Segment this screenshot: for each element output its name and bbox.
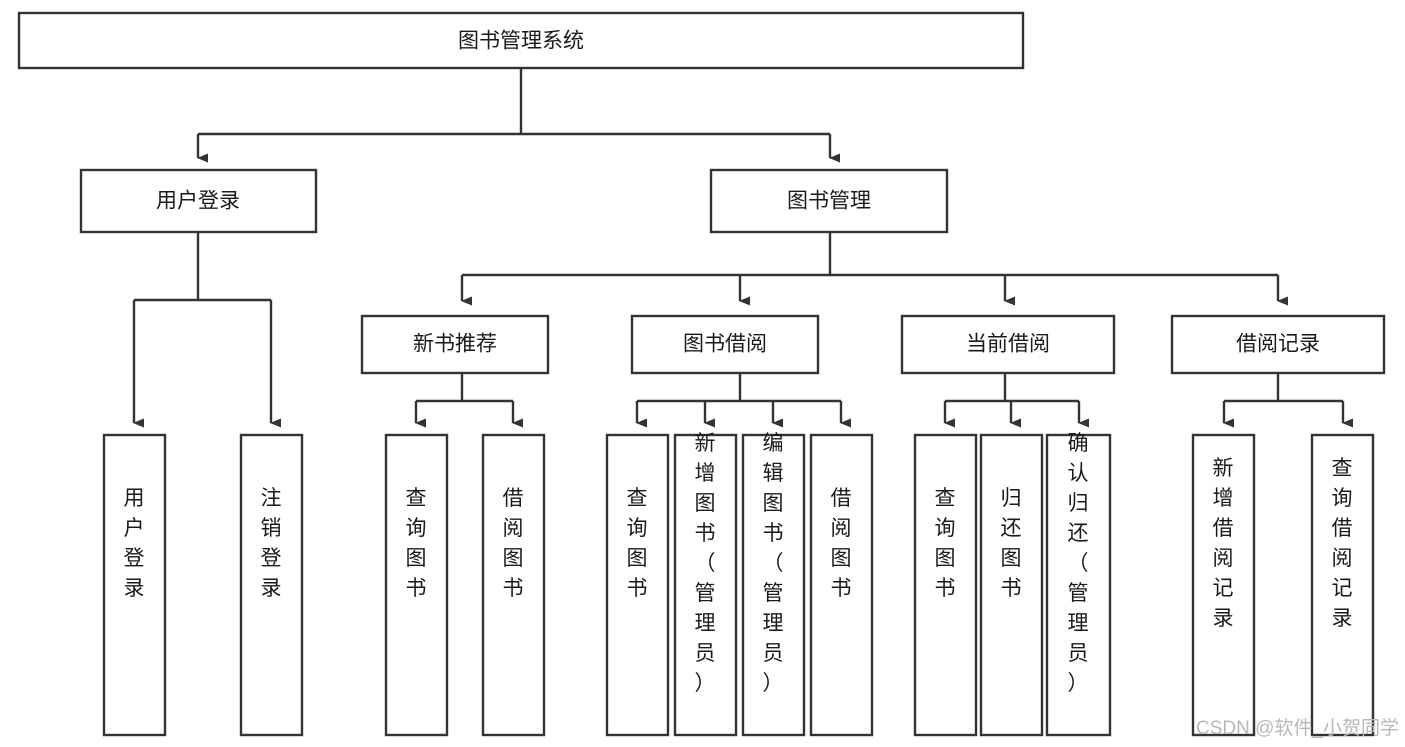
leaf-node-book-borrow-4-label: 借阅图书	[831, 487, 852, 600]
leaf-node-current-borrow-1-label: 查询图书	[935, 487, 956, 600]
leaf-node-borrow-record-1-label: 新增借阅记录	[1213, 457, 1234, 630]
connector-group-root	[196, 68, 840, 163]
node-root-system-label: 图书管理系统	[458, 30, 584, 53]
leaf-node-current-borrow-2[interactable]: 归还图书	[979, 433, 1044, 737]
leaf-node-current-borrow-3-box	[1045, 433, 1112, 737]
leaf-node-borrow-record-2[interactable]: 查询借阅记录	[1310, 433, 1375, 737]
leaf-node-borrow-record-2-box	[1310, 433, 1375, 737]
csdn-watermark: CSDN @软件_小贺同学	[1196, 717, 1399, 739]
leaf-node-user-login-2-box	[239, 433, 304, 737]
leaf-node-new-book-1-label: 查询图书	[406, 487, 427, 600]
leaf-node-user-login-2[interactable]: 注销登录	[239, 433, 304, 737]
node-borrow-record-box	[1170, 314, 1386, 375]
leaf-node-book-borrow-1-box	[605, 433, 670, 737]
node-user-login[interactable]: 用户登录	[79, 168, 318, 234]
leaf-node-new-book-2-label: 借阅图书	[503, 487, 524, 600]
connector-group-current-borrow	[943, 373, 1089, 428]
leaf-node-current-borrow-1-box	[913, 433, 978, 737]
leaf-node-user-login-2-label: 注销登录	[261, 487, 282, 600]
node-current-borrow[interactable]: 当前借阅	[900, 314, 1116, 375]
node-book-management[interactable]: 图书管理	[709, 168, 949, 234]
node-user-login-label: 用户登录	[156, 190, 240, 213]
leaf-node-user-login-1[interactable]: 用户登录	[102, 433, 167, 737]
leaf-node-current-borrow-2-label: 归还图书	[1001, 487, 1022, 600]
node-new-book-recommend-box	[360, 314, 550, 375]
connector-group-new-book	[414, 373, 523, 428]
leaf-node-borrow-record-1[interactable]: 新增借阅记录	[1191, 433, 1256, 737]
leaf-node-new-book-2-box	[481, 433, 546, 737]
leaf-node-current-borrow-3[interactable]: 确认归还（管理员）	[1045, 432, 1112, 737]
connector-group-borrow-record	[1222, 373, 1353, 428]
node-book-borrow-label: 图书借阅	[683, 333, 767, 356]
leaf-node-book-borrow-2[interactable]: 新增图书（管理员）	[673, 432, 738, 737]
leaf-node-book-borrow-2-box	[673, 433, 738, 737]
node-new-book-recommend-label: 新书推荐	[413, 333, 497, 356]
node-book-management-box	[709, 168, 949, 234]
node-current-borrow-label: 当前借阅	[966, 333, 1050, 356]
node-book-borrow[interactable]: 图书借阅	[630, 314, 820, 375]
leaf-node-current-borrow-1[interactable]: 查询图书	[913, 433, 978, 737]
leaf-node-book-borrow-4-box	[809, 433, 874, 737]
leaf-node-user-login-1-label: 用户登录	[124, 487, 145, 600]
leaf-node-book-borrow-4[interactable]: 借阅图书	[809, 433, 874, 737]
leaf-node-book-borrow-3[interactable]: 编辑图书（管理员）	[741, 432, 806, 737]
node-root-system-box	[17, 11, 1025, 70]
connector-group-user-login	[132, 232, 281, 428]
node-root-system[interactable]: 图书管理系统	[17, 11, 1025, 70]
leaf-node-book-borrow-1[interactable]: 查询图书	[605, 433, 670, 737]
leaf-node-new-book-1-box	[384, 433, 449, 737]
leaf-node-new-book-2[interactable]: 借阅图书	[481, 433, 546, 737]
leaf-node-user-login-1-box	[102, 433, 167, 737]
leaf-node-current-borrow-3-label: 确认归还（管理员）	[1068, 432, 1089, 695]
node-borrow-record[interactable]: 借阅记录	[1170, 314, 1386, 375]
node-new-book-recommend[interactable]: 新书推荐	[360, 314, 550, 375]
node-current-borrow-box	[900, 314, 1116, 375]
node-borrow-record-label: 借阅记录	[1236, 333, 1320, 356]
leaf-node-borrow-record-1-box	[1191, 433, 1256, 737]
leaf-node-borrow-record-2-label: 查询借阅记录	[1332, 457, 1353, 630]
node-book-management-label: 图书管理	[787, 190, 871, 213]
leaf-node-book-borrow-3-box	[741, 433, 806, 737]
connector-group-book-borrow	[635, 373, 851, 428]
leaf-node-book-borrow-3-label: 编辑图书（管理员）	[763, 432, 784, 695]
leaf-node-current-borrow-2-box	[979, 433, 1044, 737]
connector-group-book-mgmt	[460, 232, 1288, 306]
leaf-node-book-borrow-2-label: 新增图书（管理员）	[695, 432, 716, 695]
node-user-login-box	[79, 168, 318, 234]
leaf-node-book-borrow-1-label: 查询图书	[627, 487, 648, 600]
leaf-node-new-book-1[interactable]: 查询图书	[384, 433, 449, 737]
node-book-borrow-box	[630, 314, 820, 375]
